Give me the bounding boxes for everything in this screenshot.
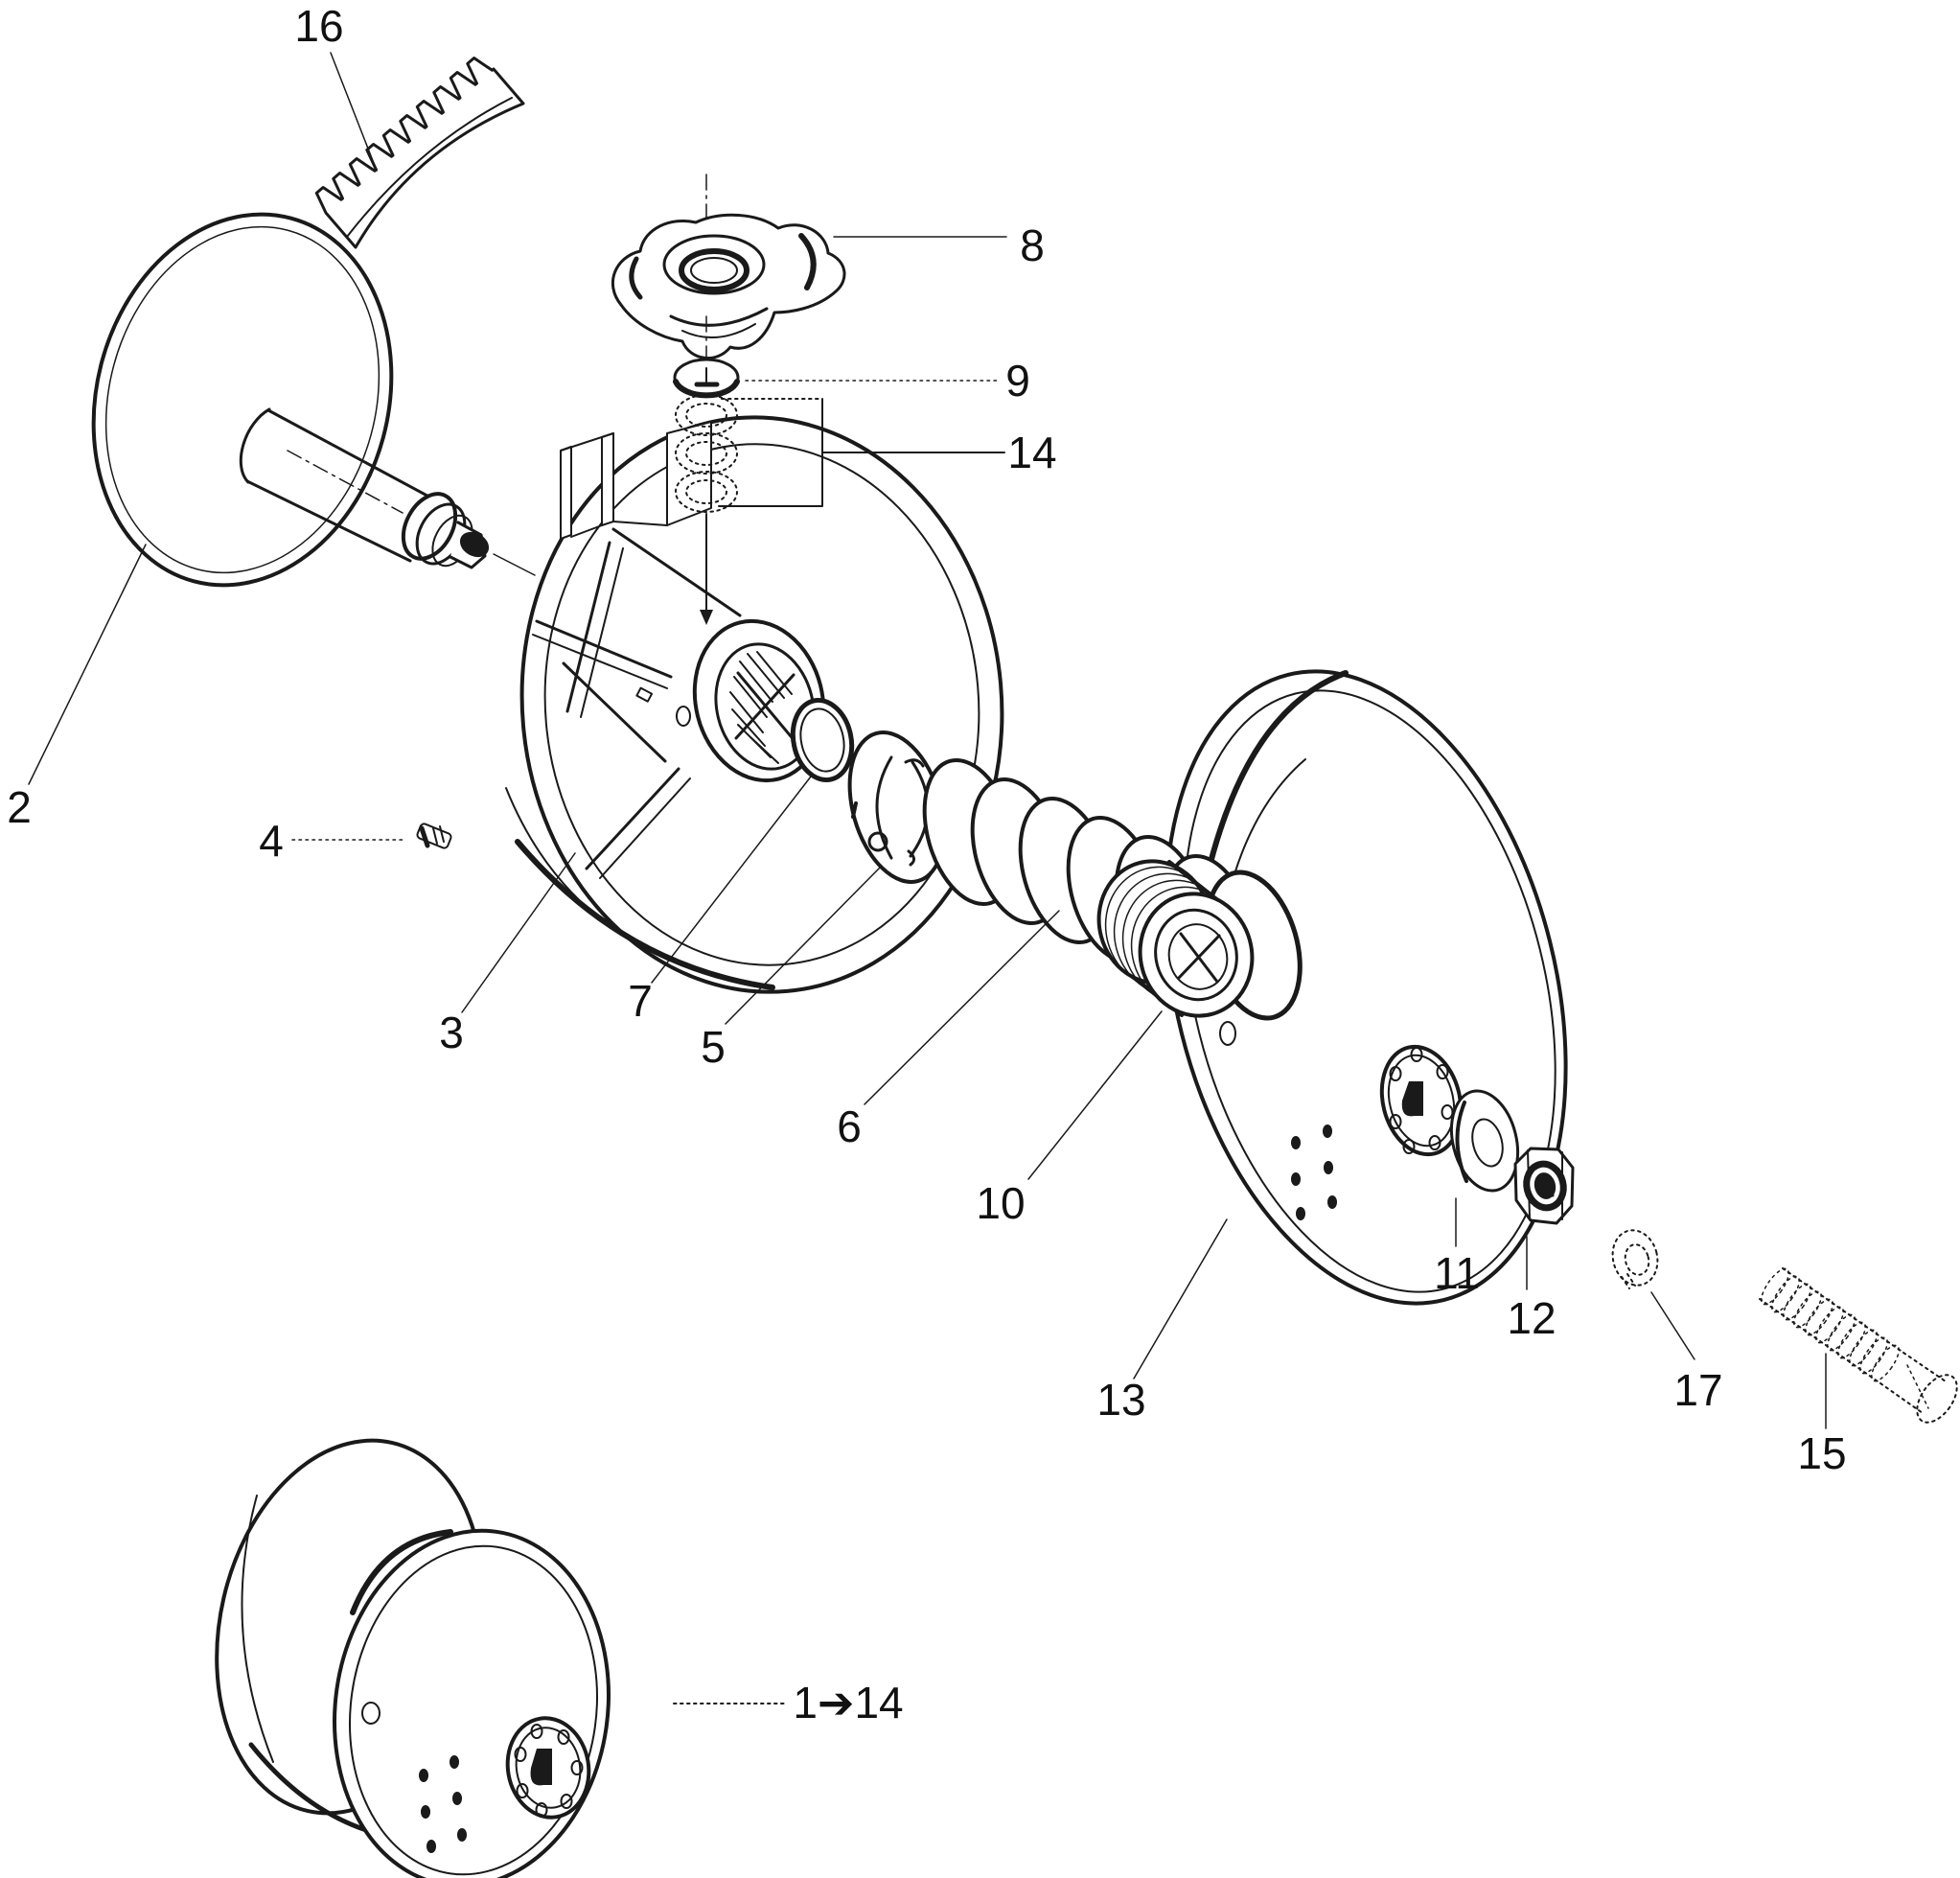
leader-16	[330, 52, 378, 172]
part-12-hex-nut	[1513, 1147, 1575, 1225]
leader-6	[864, 910, 1060, 1105]
leader-13	[1133, 1218, 1228, 1380]
leader-5	[725, 867, 881, 1025]
part-16-drive-belt	[314, 57, 525, 249]
part-2-sliding-sheave	[91, 212, 536, 588]
part-17-lock-washer	[1611, 1229, 1659, 1289]
part-3-cam-sheave	[505, 415, 1004, 994]
callout-17: 17	[1673, 1365, 1722, 1415]
leader-lines	[28, 52, 1827, 1704]
callout-15: 15	[1797, 1428, 1846, 1478]
part-8-cam-spider	[611, 174, 846, 359]
callout-12: 12	[1507, 1293, 1556, 1343]
callout-4: 4	[259, 816, 284, 866]
leader-2	[28, 544, 147, 785]
callout-6: 6	[837, 1101, 862, 1151]
callout-8: 8	[1020, 220, 1045, 270]
leader-3	[461, 852, 576, 1013]
part-11-washer	[1450, 1089, 1519, 1193]
part-7-oring	[790, 697, 855, 783]
callout-7: 7	[628, 976, 653, 1026]
leader-10	[1027, 1010, 1163, 1180]
callout-3: 3	[439, 1008, 464, 1057]
callout-13: 13	[1096, 1375, 1145, 1425]
part-4-set-screw	[416, 823, 452, 849]
callout-9: 9	[1005, 356, 1030, 406]
callout-16: 16	[294, 1, 343, 51]
callout-11: 11	[1434, 1248, 1480, 1298]
part-10-threaded-bushing	[1096, 859, 1255, 1018]
callout-14: 14	[1007, 428, 1056, 477]
callout-assembled-range: 1➔14	[793, 1678, 903, 1727]
assembled-pulley-view	[215, 1438, 611, 1878]
bracket-14-edge	[718, 398, 823, 507]
part-9-disc	[673, 358, 740, 399]
part-5-retainer	[847, 730, 947, 884]
callout-5: 5	[701, 1022, 726, 1072]
callout-2: 2	[7, 782, 32, 832]
leader-17	[1650, 1291, 1695, 1360]
callout-10: 10	[976, 1178, 1025, 1228]
part-15-bolt	[1759, 1267, 1958, 1424]
leader-7	[651, 776, 812, 984]
part-14-oring-stack	[675, 394, 823, 625]
